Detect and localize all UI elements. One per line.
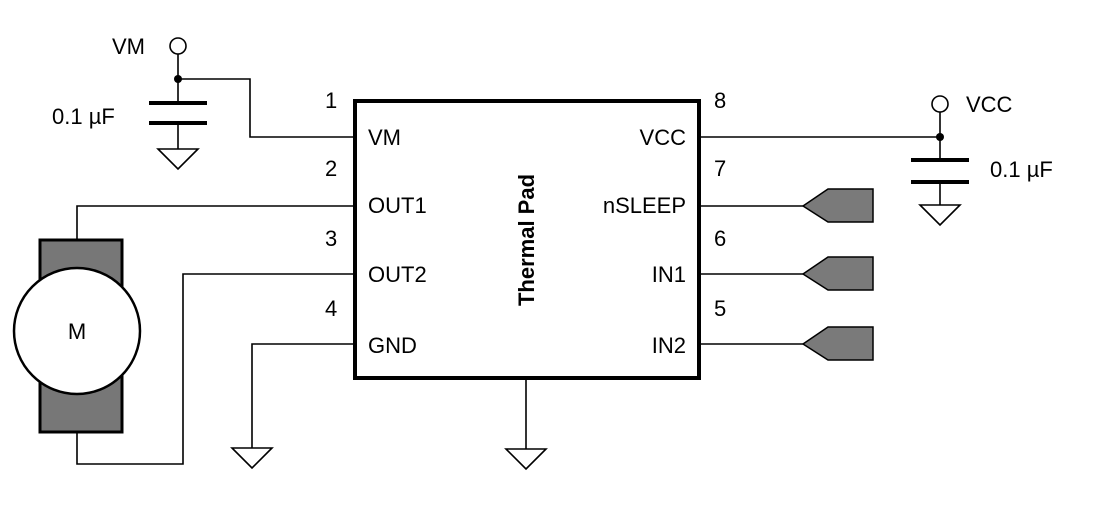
pin-5-name: IN2 [652, 333, 686, 358]
pin-1-name: VM [368, 125, 401, 150]
nsleep-connector-icon[interactable] [801, 188, 874, 223]
pin-6-name: IN1 [652, 262, 686, 287]
vcc-capacitor: 0.1 µF [911, 157, 1053, 227]
thermal-pad-ground-icon [504, 448, 548, 471]
vm-cap-label: 0.1 µF [52, 104, 115, 129]
ic-package [353, 99, 701, 380]
vcc-supply: VCC [699, 92, 1013, 160]
vcc-cap-ground-icon [918, 204, 962, 227]
vcc-label: VCC [966, 92, 1013, 117]
motor: M [12, 238, 142, 434]
pin-8-name: VCC [640, 125, 687, 150]
pin-8-number: 8 [714, 88, 726, 113]
vcc-terminal [931, 95, 949, 113]
out1-wire [76, 205, 355, 240]
gnd-ground-icon [230, 447, 274, 470]
pin-4-number: 4 [325, 296, 337, 321]
pin-3-name: OUT2 [368, 262, 427, 287]
vm-label: VM [112, 34, 145, 59]
vm-cap-ground-icon [156, 148, 200, 171]
in2-connector-icon[interactable] [801, 326, 874, 361]
vm-capacitor: 0.1 µF [52, 101, 207, 171]
pin-1-number: 1 [325, 88, 337, 113]
pin-5-number: 5 [714, 296, 726, 321]
pin-2-name: OUT1 [368, 193, 427, 218]
out2-wire [76, 273, 355, 465]
pin-2-number: 2 [325, 156, 337, 181]
pin-3-number: 3 [325, 226, 337, 251]
vcc-cap-label: 0.1 µF [990, 157, 1053, 182]
motor-label: M [68, 319, 86, 344]
vm-supply: VM [112, 34, 355, 138]
gnd-wire [251, 343, 355, 448]
vm-terminal [169, 37, 187, 55]
pin-7-number: 7 [714, 156, 726, 181]
motor-rotor-icon [12, 266, 142, 396]
in1-connector-icon[interactable] [801, 256, 874, 291]
pin-7-name: nSLEEP [603, 193, 686, 218]
thermal-pad-label: Thermal Pad [514, 174, 539, 306]
pin-6-number: 6 [714, 226, 726, 251]
pin-4-name: GND [368, 333, 417, 358]
